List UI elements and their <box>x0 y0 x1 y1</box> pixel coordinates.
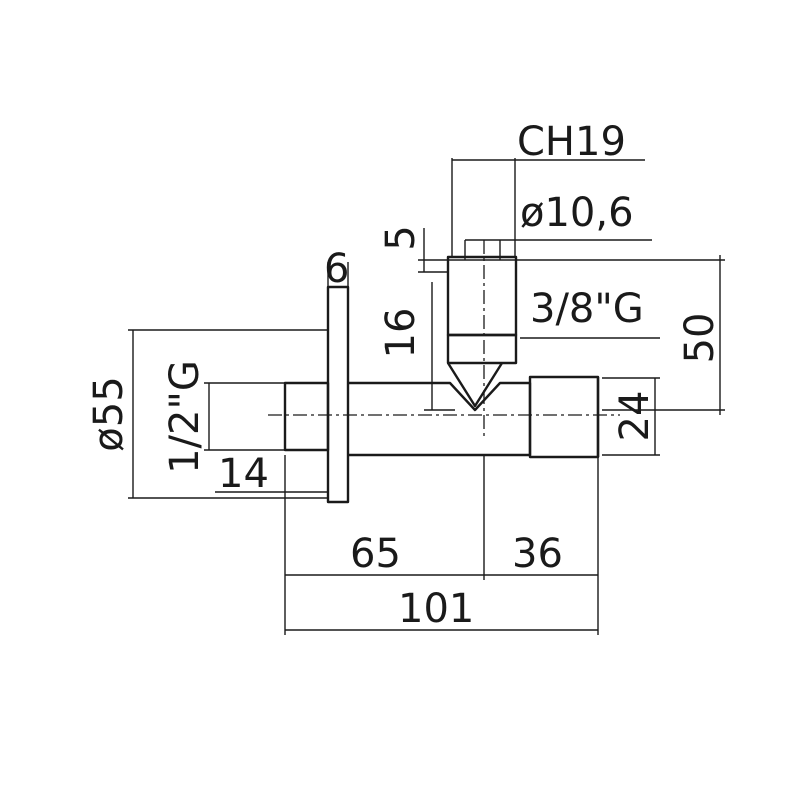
valve-outline <box>283 255 600 504</box>
dimension-lines <box>128 158 725 635</box>
handle-body <box>528 375 600 459</box>
dim-label-65: 65 <box>350 531 401 577</box>
valve-body <box>348 381 532 457</box>
dim-label-5: 5 <box>378 225 424 250</box>
dim-label-50: 50 <box>677 313 723 364</box>
dim-label-dia-10-6: ø10,6 <box>520 190 634 236</box>
dim-label-dia-55: ø55 <box>86 376 132 451</box>
dim-label-ch19: CH19 <box>517 119 626 165</box>
outlet-nut <box>446 255 518 337</box>
dim-label-14: 14 <box>218 451 269 497</box>
dim-label-16: 16 <box>378 308 424 359</box>
dim-label-6: 6 <box>324 246 349 292</box>
outlet-thread <box>446 333 518 365</box>
dim-label-24: 24 <box>612 391 658 442</box>
dim-label-thread-3-8: 3/8"G <box>530 286 644 332</box>
dimension-labels: CH19 ø10,6 5 6 16 3/8"G 50 ø55 1/2"G 14 … <box>86 119 723 632</box>
inlet-thread <box>283 381 330 452</box>
dim-label-thread-1-2: 1/2"G <box>162 360 208 474</box>
dim-label-101: 101 <box>398 586 474 632</box>
outlet-cone <box>446 362 504 408</box>
dim-label-36: 36 <box>512 531 563 577</box>
wall-flange <box>326 285 350 504</box>
center-lines <box>268 240 620 440</box>
